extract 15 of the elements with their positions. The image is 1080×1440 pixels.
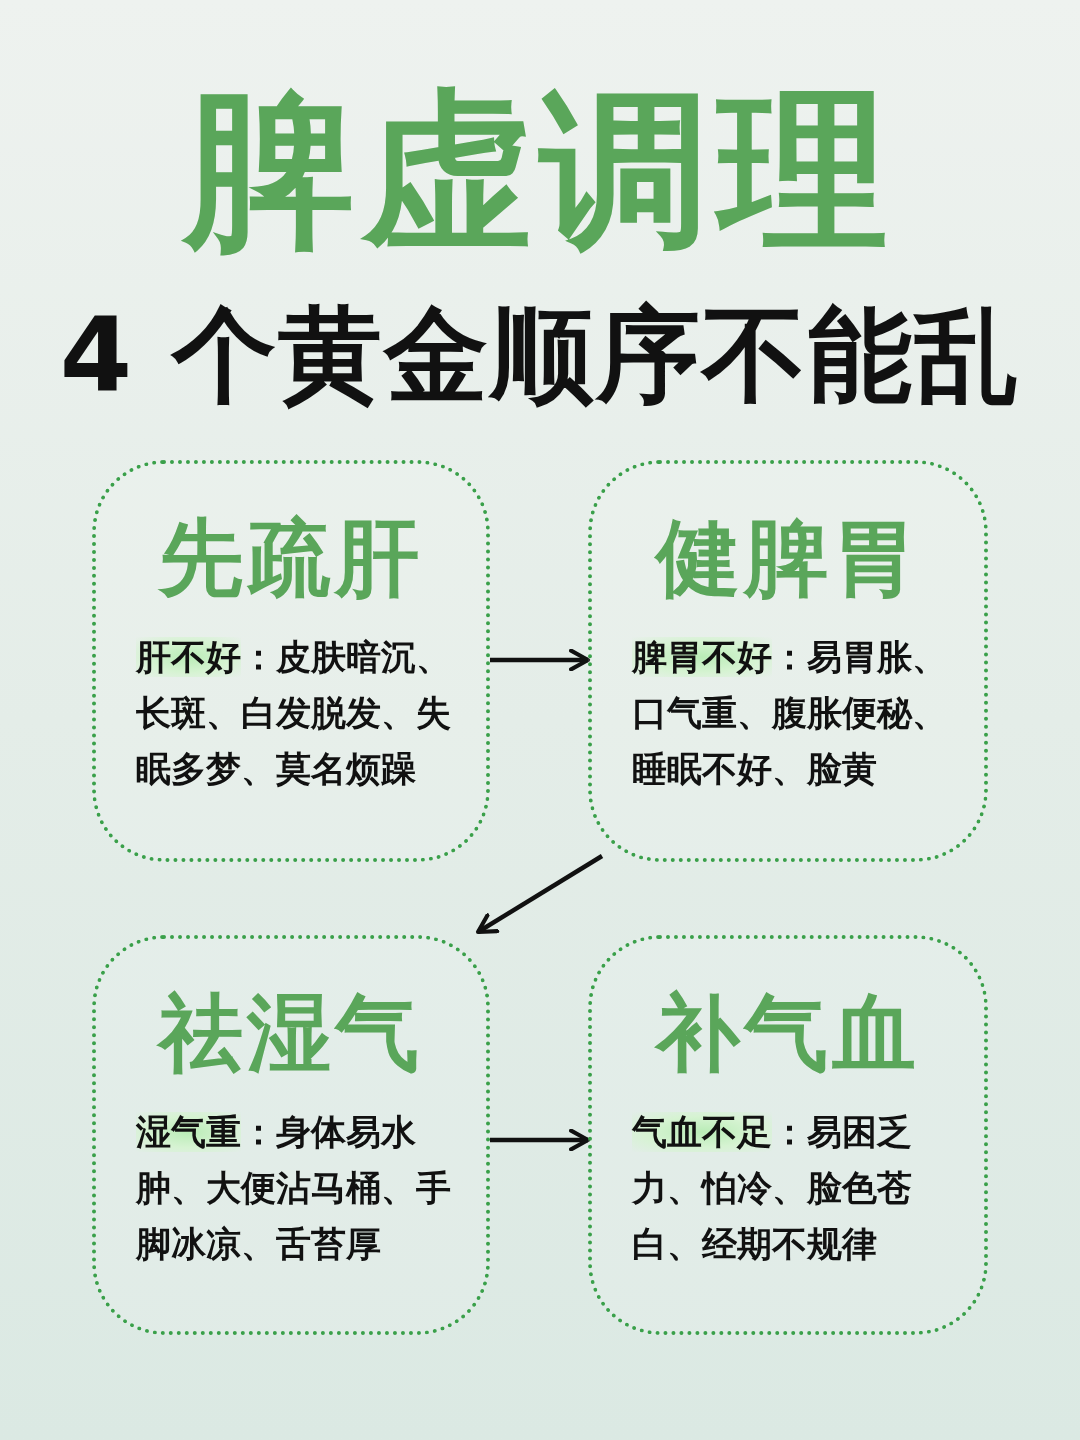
symptom-text: 气血不足：易困乏力、怕冷、脸色苍白、经期不规律 (632, 1111, 913, 1266)
step-heading: 补气血 (653, 983, 921, 1084)
step-heading: 健脾胃 (653, 508, 921, 609)
symptom-text: 湿气重：身体易水肿、大便沾马桶、手脚冰凉、舌苔厚 (136, 1111, 452, 1266)
symptom-text: 肝不好：皮肤暗沉、长斑、白发脱发、失眠多梦、莫名烦躁 (136, 636, 452, 791)
title: 脾虚调理 (0, 70, 1080, 270)
step-heading: 先疏肝 (157, 508, 424, 609)
step-card (588, 935, 988, 1335)
step-heading: 祛湿气 (96, 977, 486, 1091)
symptom-text: 脾胃不好：易胃胀、口气重、腹胀便秘、睡眠不好、脸黄 (632, 636, 948, 791)
arrow (490, 648, 591, 672)
step-card (92, 935, 490, 1335)
subtitle: 4 个黄金顺序不能乱 (58, 293, 1022, 418)
arrow (490, 1128, 591, 1152)
arrow (475, 854, 604, 935)
